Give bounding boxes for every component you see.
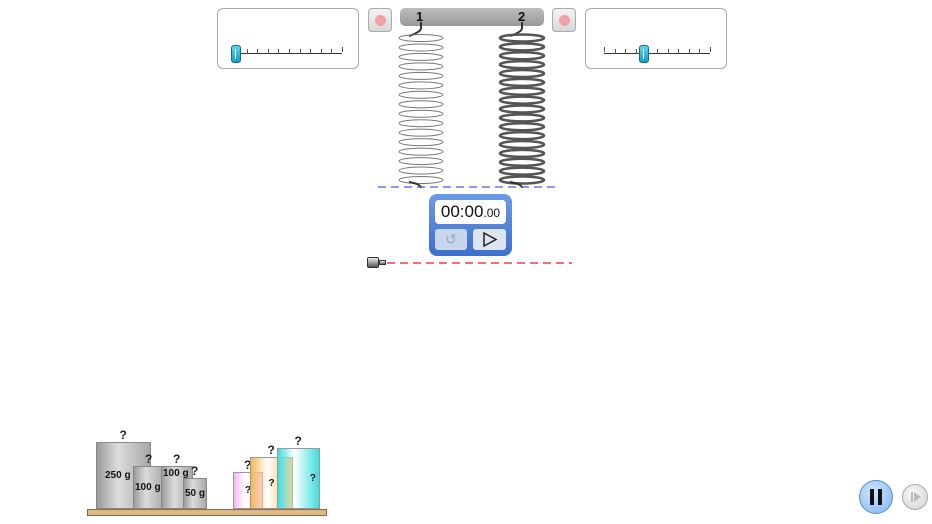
spring-coil [498, 86, 546, 97]
slider-tick [320, 49, 322, 54]
mass-2[interactable]: 100 g [133, 466, 165, 509]
slider-tick [667, 49, 669, 54]
spring-coil [398, 43, 444, 52]
spring-coil [498, 130, 546, 141]
slider-tick [699, 49, 701, 54]
spring-coil [498, 77, 546, 88]
movable-line-handle[interactable] [367, 257, 387, 268]
spring-coil [398, 166, 444, 175]
slider-tick [635, 49, 637, 54]
spring-coil [398, 100, 444, 109]
spring-coil [498, 68, 546, 79]
stopwatch-reset-button[interactable]: ↺ [435, 229, 467, 250]
spring-coil [498, 148, 546, 159]
mass-label: ? [244, 485, 252, 496]
mass-label: 250 g [105, 470, 131, 481]
spring-coil [498, 175, 546, 185]
spring-coil [498, 33, 546, 43]
spring-coil [398, 138, 444, 147]
spring1-label: 1 [416, 9, 424, 24]
spring-coil [398, 81, 444, 90]
mass-4[interactable]: 50 g [183, 478, 207, 509]
step-forward-button[interactable] [902, 484, 928, 510]
spring1-constant-slider-thumb[interactable] [231, 45, 241, 63]
pause-icon [870, 489, 882, 505]
spring1-constant-panel [217, 8, 359, 69]
spring2-label: 2 [518, 9, 526, 24]
mass-hook-icon: ? [119, 428, 127, 442]
mass-shelf [87, 509, 327, 516]
mass-6[interactable]: ? [277, 448, 320, 509]
spring-coil [498, 139, 546, 150]
spring2[interactable] [498, 22, 546, 189]
spring-coil [498, 104, 546, 114]
mass-hook-icon: ? [191, 464, 199, 478]
mass-hook-icon: ? [294, 434, 302, 448]
play-icon [483, 231, 498, 248]
spring-ceiling-bar: 1 2 [400, 8, 544, 26]
slider-tick [710, 47, 711, 52]
reset-icon: ↺ [445, 231, 457, 247]
spring-coil [398, 52, 444, 61]
slider-tick [257, 49, 259, 54]
spring-coil [398, 157, 444, 166]
slider-tick [289, 49, 290, 54]
mass-label: 100 g [163, 468, 189, 479]
stopwatch-play-button[interactable] [473, 229, 506, 250]
spring-coil [498, 95, 546, 105]
spring-coil [398, 176, 444, 184]
mass-label: 100 g [135, 482, 161, 493]
springs-area [378, 22, 560, 189]
spring-coil [398, 119, 444, 128]
step-forward-icon [911, 492, 921, 502]
mass-hook-icon: ? [145, 452, 153, 466]
spring-coil [498, 121, 546, 132]
mass-label: 50 g [184, 488, 205, 499]
spring-coil [398, 128, 444, 137]
pause-button[interactable] [859, 480, 893, 514]
slider-tick [614, 49, 616, 54]
mass-hook-icon: ? [267, 443, 275, 457]
slider-tick [299, 49, 301, 54]
mass-hook-icon: ? [173, 452, 181, 466]
slider-tick [604, 47, 605, 52]
slider-tick [267, 49, 269, 54]
stop-icon [559, 15, 570, 26]
slider-tick [625, 49, 627, 54]
reference-line [387, 262, 572, 264]
stop-spring1-button[interactable] [368, 8, 392, 32]
stop-spring2-button[interactable] [552, 8, 576, 32]
spring-coil [498, 157, 546, 168]
spring-coil [398, 90, 444, 99]
stopwatch-display: 00:00.00 [435, 200, 506, 224]
time-fraction: .00 [483, 206, 501, 220]
slider-tick [331, 49, 333, 54]
mass-label: ? [309, 473, 316, 484]
spring-coil [398, 109, 444, 118]
slider-tick [278, 49, 280, 54]
mass-hook-icon: ? [244, 458, 252, 472]
slider-tick [657, 49, 658, 54]
slider-tick [678, 49, 680, 54]
spring-coil [498, 59, 546, 70]
spring-coil [498, 50, 546, 61]
spring-coil [498, 42, 546, 52]
stop-icon [375, 15, 386, 26]
time-main: 00:00 [440, 202, 484, 221]
stopwatch[interactable]: 00:00.00 ↺ [429, 194, 512, 256]
spring-coil [398, 62, 444, 71]
spring-coil [498, 113, 546, 123]
slider-tick [688, 49, 690, 54]
spring2-constant-panel [585, 8, 727, 69]
spring-coil [498, 166, 546, 176]
slider-tick [310, 49, 312, 54]
spring-coil [398, 34, 444, 42]
spring1[interactable] [398, 22, 444, 189]
mass-label: ? [268, 477, 275, 489]
slider-tick [246, 49, 248, 54]
spring-coil [398, 147, 444, 156]
spring-coil [398, 71, 444, 80]
spring2-constant-slider-thumb[interactable] [639, 45, 650, 63]
slider-tick [342, 47, 343, 52]
